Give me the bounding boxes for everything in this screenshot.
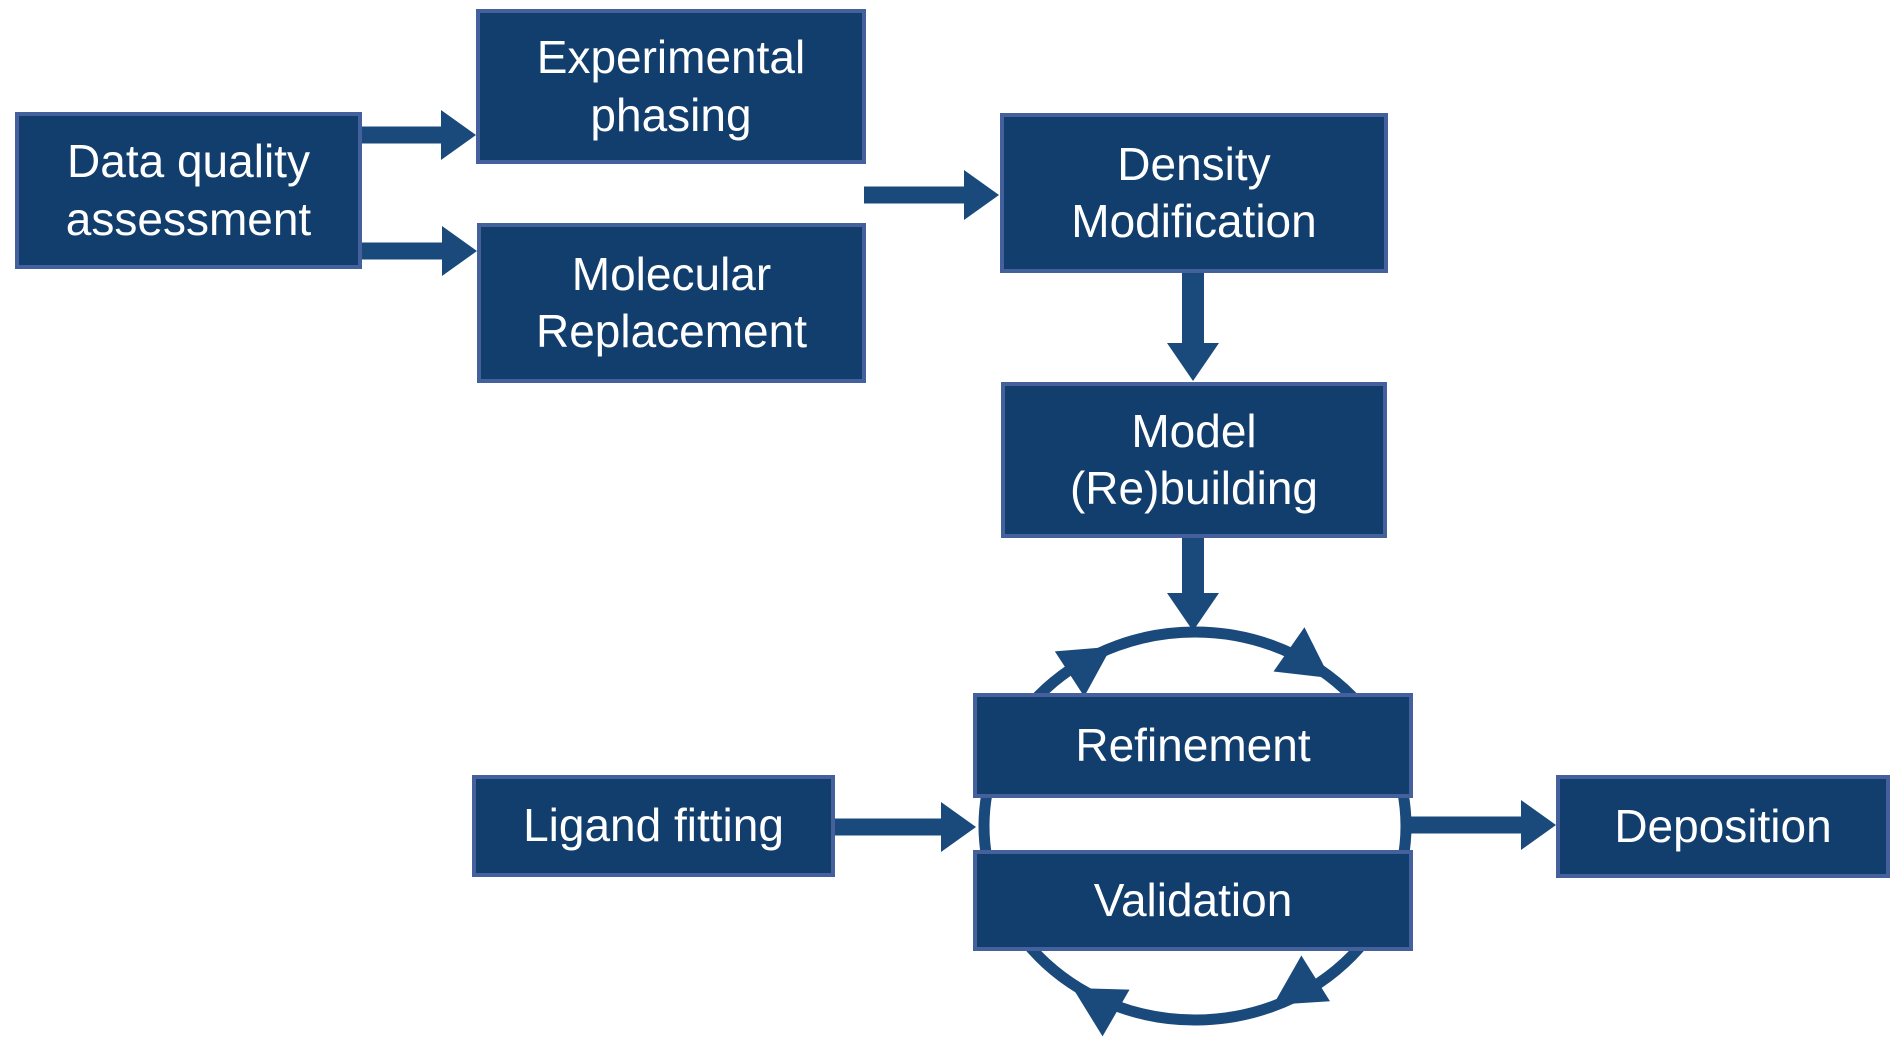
cycle-arrowhead-bottom-left-icon: [1072, 988, 1130, 1037]
cycle-arrowhead-top-right-icon: [1273, 627, 1330, 679]
node-label: Deposition: [1614, 799, 1832, 852]
node-deposition: Deposition: [1556, 775, 1890, 878]
node-label: Ligand fitting: [523, 799, 784, 852]
node-validation: Validation: [973, 850, 1413, 951]
node-density-modification: Density Modification: [1000, 113, 1388, 273]
node-label: Model (Re)building: [1069, 404, 1318, 514]
arrow-phasing-to-density-modification: [864, 170, 999, 220]
node-model-rebuilding: Model (Re)building: [1001, 382, 1387, 538]
arrow-dqa-to-experimental-phasing: [362, 110, 476, 160]
node-label: Data quality assessment: [65, 135, 312, 245]
refinement-validation-cycle-ring: [978, 626, 1412, 1026]
arrow-dqa-to-molecular-replacement: [362, 226, 477, 276]
arrow-density-modification-to-model-rebuilding: [1167, 273, 1219, 381]
arrow-ligand-fitting-to-cycle: [835, 802, 976, 852]
node-molecular-replacement: Molecular Replacement: [477, 223, 866, 383]
node-refinement: Refinement: [973, 693, 1413, 798]
node-label: Molecular Replacement: [535, 247, 808, 357]
node-label: Validation: [1093, 873, 1293, 926]
arrow-cycle-to-deposition: [1411, 800, 1556, 850]
node-experimental-phasing: Experimental phasing: [476, 9, 866, 164]
node-ligand-fitting: Ligand fitting: [472, 775, 835, 877]
node-label: Refinement: [1075, 718, 1311, 771]
cycle-arrowhead-top-left-icon: [1054, 646, 1112, 697]
node-data-quality-assessment: Data quality assessment: [15, 112, 362, 269]
arrow-model-rebuilding-to-cycle: [1167, 538, 1219, 631]
node-label: Density Modification: [1071, 137, 1317, 247]
cycle-arrowhead-bottom-right-icon: [1273, 955, 1330, 1005]
node-label: Experimental phasing: [536, 31, 806, 141]
